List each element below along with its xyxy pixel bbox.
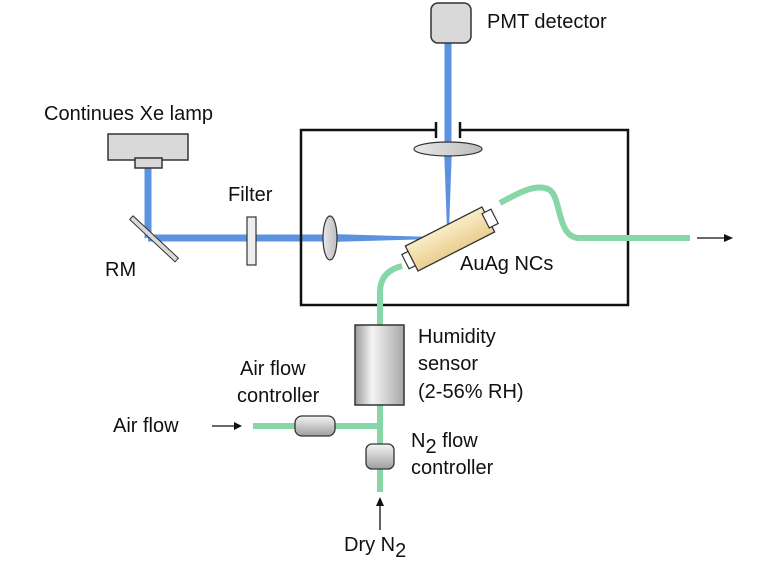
humidity-sensor	[354, 324, 405, 406]
humidity-label-line1: Humidity	[418, 326, 496, 348]
n2-flow-controller	[365, 443, 395, 470]
outlet-tube	[498, 184, 690, 241]
air-flow-controller-label-line2: controller	[237, 385, 320, 407]
xe-lamp-body	[107, 133, 189, 161]
sample-chamber	[299, 122, 630, 307]
outlet-arrow	[697, 234, 733, 242]
xe-lamp-label: Continues Xe lamp	[44, 103, 213, 125]
humidity-label-line2: sensor	[418, 353, 478, 375]
humidity-label-line3: (2-56% RH)	[418, 381, 524, 403]
pmt-detector-label: PMT detector	[487, 11, 607, 33]
pmt-detector	[430, 2, 472, 44]
n2-controller-label-line2: controller	[411, 457, 494, 479]
filter-label: Filter	[228, 184, 273, 206]
air-flow-label: Air flow	[113, 415, 179, 437]
inlet-tube	[377, 263, 403, 335]
focused-beam	[330, 234, 436, 242]
optical-filter	[246, 216, 257, 266]
xe-lamp-window	[134, 157, 163, 169]
dry-n2-arrow	[376, 497, 384, 530]
dry-n2-label: Dry N2	[344, 534, 406, 562]
collection-lens	[413, 141, 483, 157]
air-flow-controller	[294, 415, 336, 437]
collection-beam	[444, 148, 452, 230]
sample-cell	[401, 206, 499, 272]
n2-controller-label-line1: N2 flow	[411, 430, 478, 458]
light-beam	[144, 42, 452, 242]
reflecting-mirror	[128, 215, 180, 263]
air-flow-controller-label-line1: Air flow	[240, 358, 306, 380]
focusing-lens	[322, 215, 338, 261]
sample-label: AuAg NCs	[460, 253, 553, 275]
air-flow-arrow	[212, 422, 242, 430]
rm-label: RM	[105, 259, 136, 281]
